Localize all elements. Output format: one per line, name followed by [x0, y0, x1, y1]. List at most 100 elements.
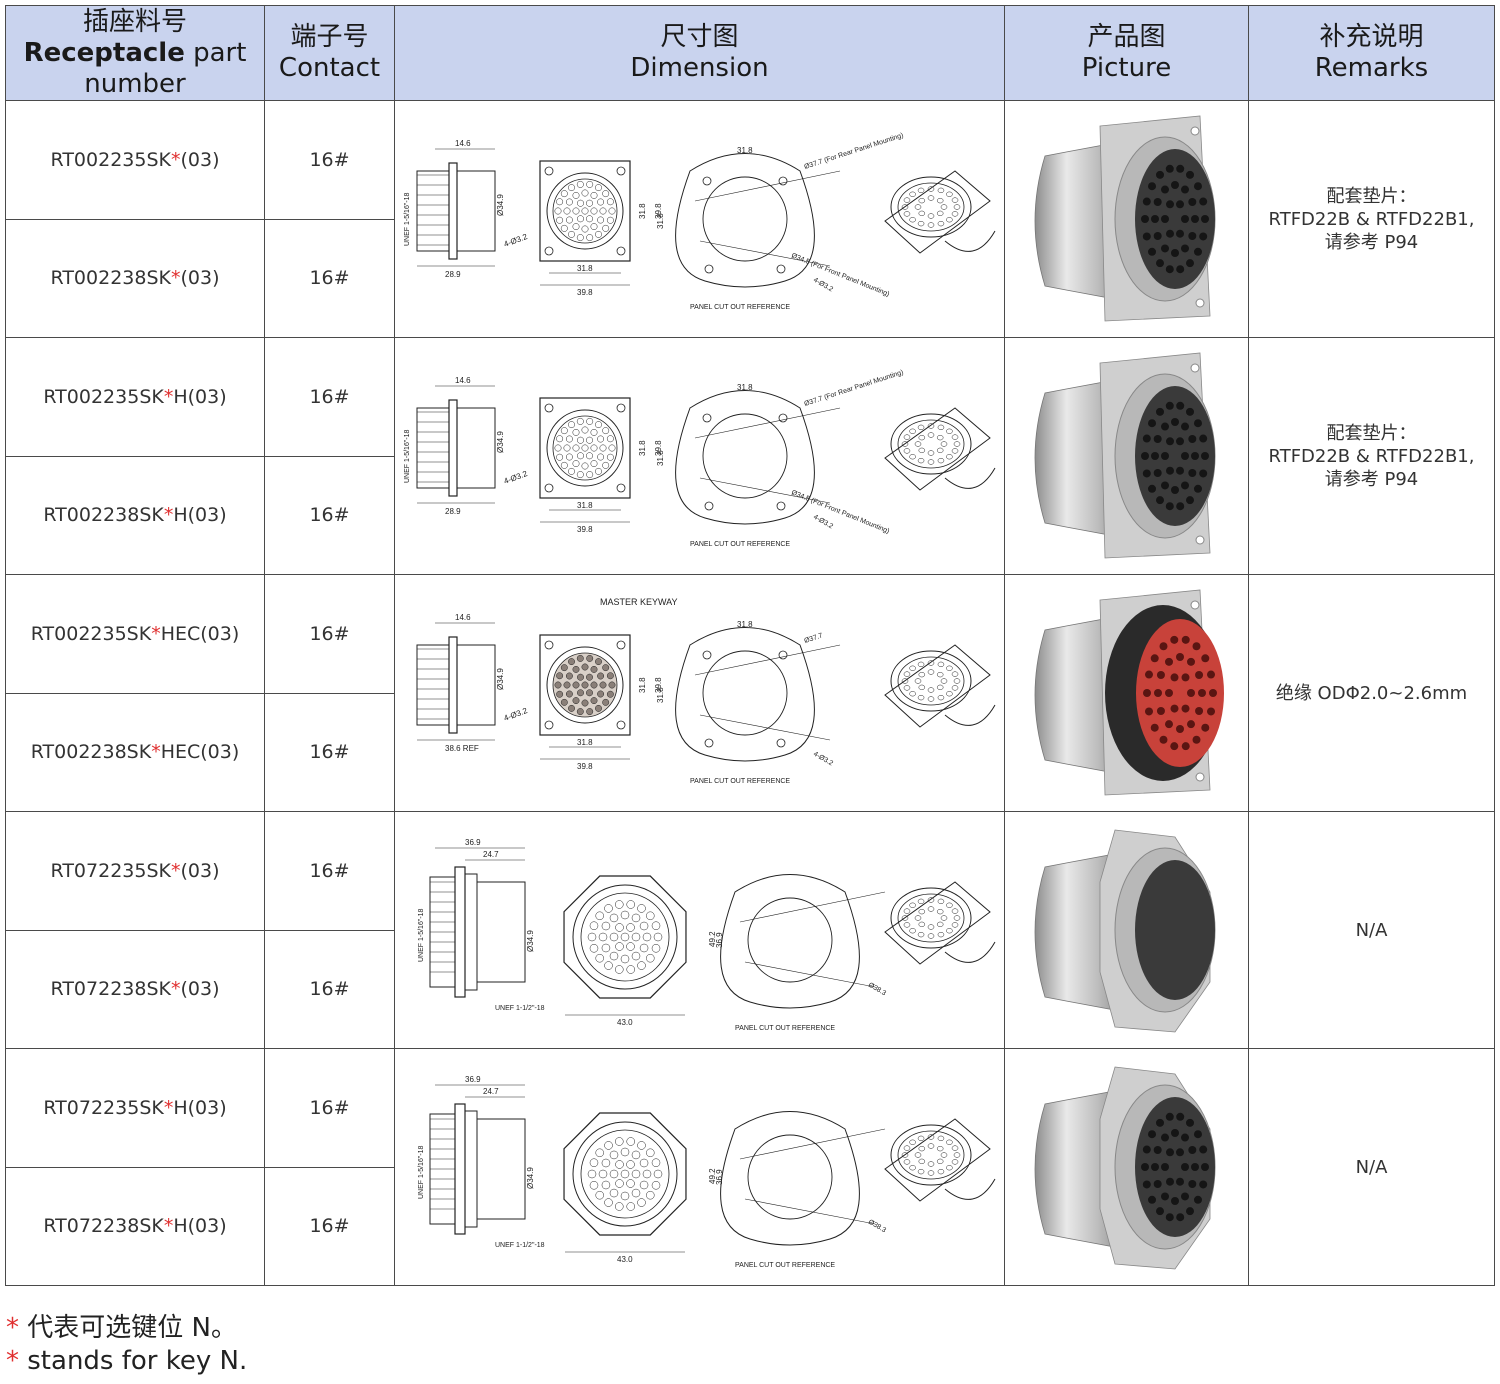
key-option-star: *: [170, 978, 181, 1001]
svg-text:UNEF 1-5/16"-18: UNEF 1-5/16"-18: [404, 429, 411, 483]
svg-text:28.9: 28.9: [445, 507, 461, 516]
isometric-drawing: [884, 407, 996, 491]
svg-text:PANEL CUT OUT REFERENCE: PANEL CUT OUT REFERENCE: [735, 1025, 835, 1032]
key-option-star: *: [163, 1096, 174, 1119]
svg-text:UNEF 1-5/16"-18: UNEF 1-5/16"-18: [418, 908, 425, 962]
svg-text:Ø34.9: Ø34.9: [496, 431, 505, 453]
header-contact: 端子号 Contact: [264, 5, 395, 101]
key-option-star: *: [163, 385, 174, 408]
svg-text:Ø38.3: Ø38.3: [867, 982, 887, 998]
part-number-suffix: HEC(03): [160, 622, 240, 645]
part-number-prefix: RT072238SK: [43, 1215, 164, 1238]
svg-text:31.8: 31.8: [638, 677, 647, 693]
svg-text:24.7: 24.7: [483, 850, 499, 859]
svg-text:MASTER KEYWAY: MASTER KEYWAY: [600, 597, 678, 607]
connector-photo: [1034, 115, 1216, 322]
remarks-line: 绝缘 ODΦ2.0~2.6mm: [1275, 682, 1468, 704]
part-number-cell: RT002238SK*HEC(03): [5, 692, 265, 812]
part-number-cell: RT002235SK*H(03): [5, 337, 265, 457]
part-number-suffix: (03): [180, 267, 220, 290]
key-option-star: *: [163, 504, 174, 527]
svg-text:39.8: 39.8: [654, 440, 663, 456]
contact-cell: 16#: [264, 218, 395, 338]
isometric-drawing: [884, 1118, 996, 1202]
receptacle-spec-table: 插座料号 Receptacle part number 端子号 Contact …: [5, 5, 1495, 1286]
svg-text:Ø37.7 (For Rear Panel Mounting: Ø37.7 (For Rear Panel Mounting): [803, 132, 904, 171]
picture-cell: [1004, 574, 1249, 812]
part-number-suffix: H(03): [173, 504, 227, 527]
svg-text:Ø37.7 (For Rear Panel Mounting: Ø37.7 (For Rear Panel Mounting): [803, 369, 904, 408]
svg-text:31.8: 31.8: [737, 383, 753, 392]
svg-text:31.8: 31.8: [737, 620, 753, 629]
side-view-drawing: 14.6 28.9 Ø34.9 UNEF 1-5/16"-18: [404, 376, 505, 516]
table-row: RT072238SK*(03)16#: [5, 929, 1495, 1049]
svg-text:Ø34.9: Ø34.9: [526, 1167, 535, 1189]
key-option-star: *: [163, 1215, 174, 1238]
remarks-cell: 绝缘 ODΦ2.0~2.6mm: [1248, 574, 1495, 812]
part-number-suffix: (03): [180, 978, 220, 1001]
svg-text:39.8: 39.8: [577, 525, 593, 534]
part-number-prefix: RT072235SK: [43, 1096, 164, 1119]
part-number-suffix: H(03): [173, 1096, 227, 1119]
svg-text:49.2: 49.2: [708, 1168, 717, 1184]
front-view-drawing: 43.049.2: [563, 1112, 717, 1264]
contact-cell: 16#: [264, 455, 395, 575]
remarks-line: RTFD22B & RTFD22B1,: [1268, 208, 1475, 230]
part-number-prefix: RT002235SK: [30, 622, 152, 645]
remarks-line: RTFD22B & RTFD22B1,: [1268, 445, 1475, 467]
connector-photo: [1034, 1066, 1216, 1270]
connector-photo: [1034, 829, 1216, 1033]
svg-text:UNEF 1-1/2"-18: UNEF 1-1/2"-18: [495, 1242, 545, 1249]
product-picture: [1034, 589, 1224, 796]
svg-text:Ø34.5 (For Front Panel Mountin: Ø34.5 (For Front Panel Mounting): [790, 489, 890, 535]
footnote-en: * stands for key N.: [6, 1346, 248, 1376]
svg-text:24.7: 24.7: [483, 1087, 499, 1096]
connector-photo: [1034, 352, 1216, 559]
svg-text:38.6 REF: 38.6 REF: [445, 744, 479, 753]
remarks-cell: N/A: [1248, 811, 1495, 1049]
svg-text:31.8: 31.8: [656, 450, 665, 466]
remarks-line: 请参考 P94: [1324, 231, 1419, 253]
svg-text:Ø37.7: Ø37.7: [803, 632, 823, 645]
footnote: * 代表可选键位 N。 * stands for key N.: [6, 1312, 247, 1378]
svg-text:31.8: 31.8: [577, 501, 593, 510]
svg-text:UNEF 1-5/16"-18: UNEF 1-5/16"-18: [418, 1145, 425, 1199]
header-remarks: 补充说明 Remarks: [1248, 5, 1495, 101]
part-number-suffix: H(03): [173, 385, 227, 408]
remarks-cell: N/A: [1248, 1048, 1495, 1286]
remarks-line: 配套垫片：: [1326, 185, 1417, 207]
svg-text:31.8: 31.8: [577, 264, 593, 273]
remarks-line: N/A: [1355, 1156, 1388, 1178]
panel-cutout-drawing: 31.8 31.8 Ø37.7 (For Rear Panel Mounting) Ø…: [656, 369, 904, 548]
svg-text:4-Ø3.2: 4-Ø3.2: [812, 277, 834, 294]
part-number-cell: RT072238SK*H(03): [5, 1166, 265, 1286]
svg-text:Ø34.9: Ø34.9: [496, 194, 505, 216]
part-number-prefix: RT002235SK: [43, 385, 164, 408]
svg-text:Ø38.3: Ø38.3: [867, 1219, 887, 1235]
svg-text:14.6: 14.6: [455, 376, 471, 385]
svg-text:Ø34.9: Ø34.9: [526, 930, 535, 952]
table-row: RT002238SK*(03)16#: [5, 218, 1495, 338]
contact-cell: 16#: [264, 337, 395, 457]
key-option-star: *: [151, 622, 161, 645]
remarks-cell: 配套垫片：RTFD22B & RTFD22B1,请参考 P94: [1248, 100, 1495, 338]
svg-text:14.6: 14.6: [455, 139, 471, 148]
part-number-prefix: RT002238SK: [30, 741, 152, 764]
